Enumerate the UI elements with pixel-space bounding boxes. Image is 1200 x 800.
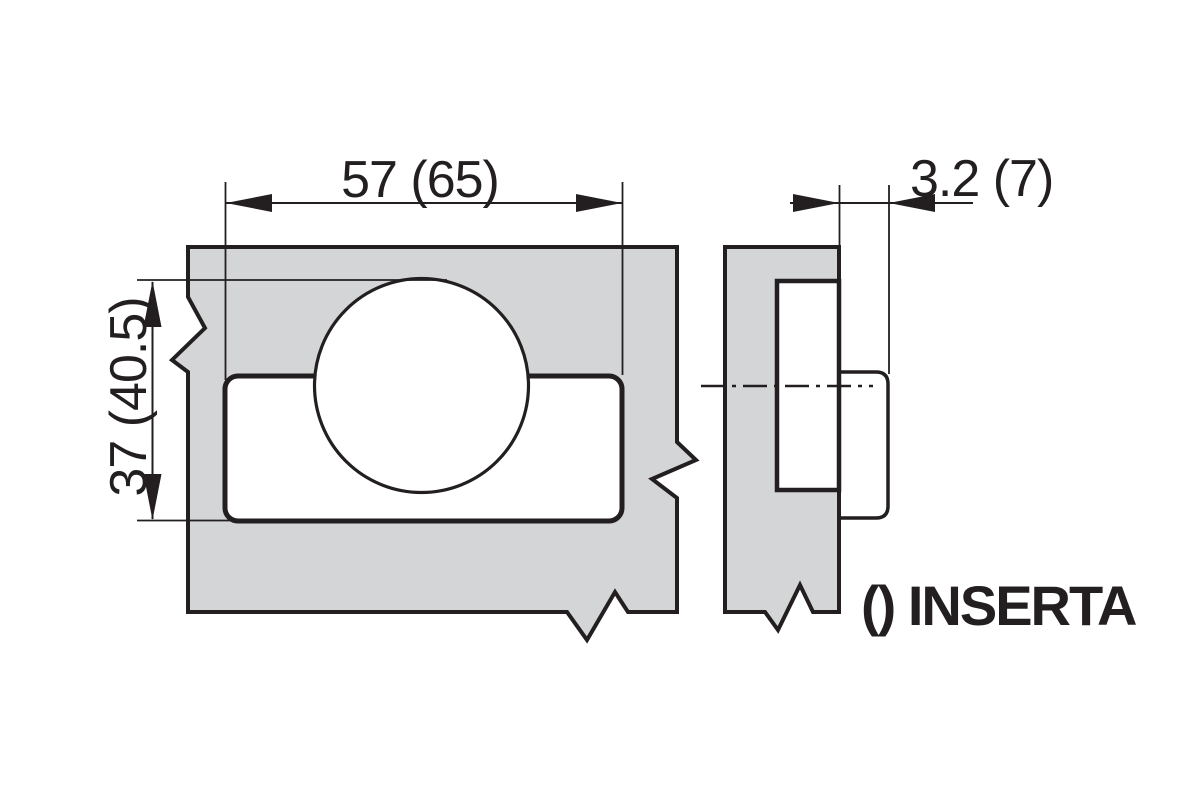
arrowhead-left (226, 194, 272, 212)
front-width-dimension: 57 (65) (224, 151, 624, 380)
arrowhead-top (143, 281, 162, 327)
side-view: 3.2 (7) (701, 150, 1054, 634)
side-protrusion-label: 3.2 (7) (910, 150, 1053, 208)
front-view: 57 (65) 37 (40.5) (100, 151, 700, 644)
front-height-dimension: 37 (40.5) (100, 279, 447, 522)
arrowhead-right (576, 194, 622, 212)
arrowhead-bottom (143, 474, 162, 520)
legend-inserta-label: () INSERTA (861, 574, 1136, 637)
cup-boss-protrusion (836, 370, 890, 520)
side-protrusion-dimension: 3.2 (7) (790, 150, 1054, 374)
front-width-label: 57 (65) (341, 151, 499, 209)
front-height-label: 37 (40.5) (100, 297, 158, 496)
arrowhead-pointing-left (889, 194, 935, 212)
arrowhead-pointing-right (793, 194, 839, 212)
cup-hole-circle (312, 276, 531, 495)
